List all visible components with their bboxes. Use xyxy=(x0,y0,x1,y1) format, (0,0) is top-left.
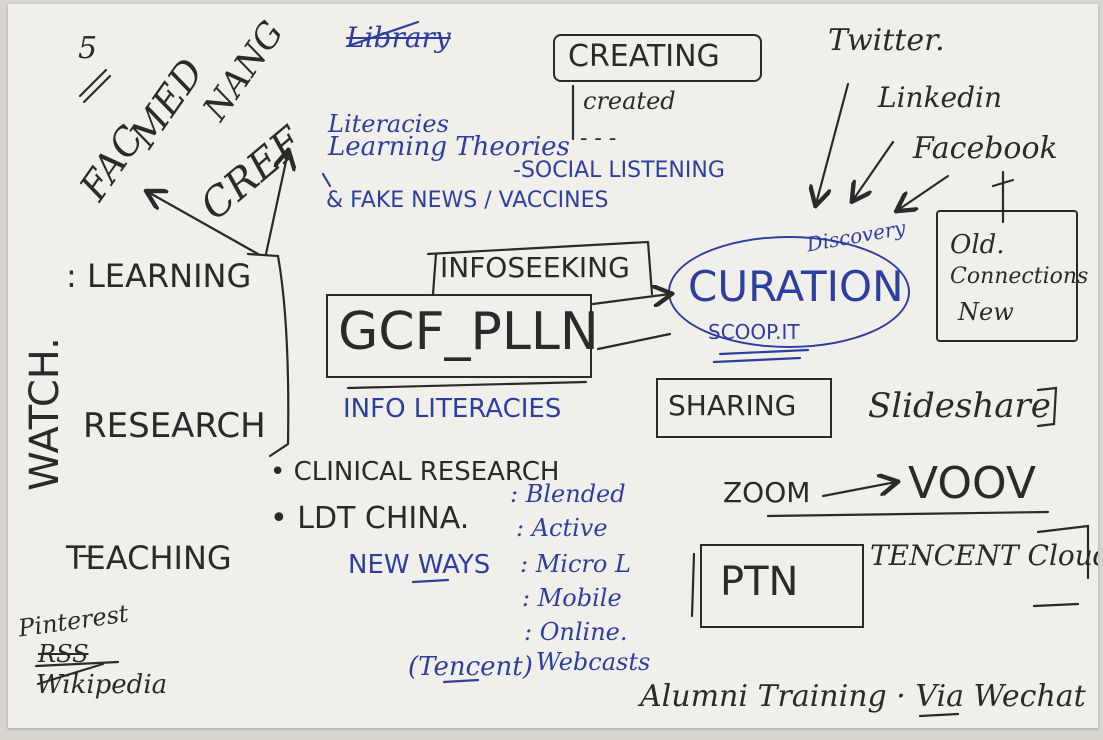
linkedin-label: Linkedin xyxy=(878,81,1003,114)
active-label: : Active xyxy=(516,514,608,542)
arrow-to-curation-1 xyxy=(591,294,670,304)
facebook-label: Facebook xyxy=(913,131,1058,166)
ptn-label: PTN xyxy=(720,559,799,605)
blended-label: : Blended xyxy=(510,480,626,508)
tencent-cloud-bracket xyxy=(1032,524,1090,608)
infoseeking-box xyxy=(426,240,654,296)
learning-theories-label: Learning Theories xyxy=(328,132,570,162)
old-connections-box xyxy=(936,210,1078,342)
whiteboard-sheet: 5 FAC MED NANG CREF Library Literacies L… xyxy=(8,4,1098,728)
marker-strokes xyxy=(34,20,1090,718)
research-label: RESEARCH xyxy=(83,406,266,446)
learning-label: : LEARNING xyxy=(66,257,252,295)
slideshare-bracket xyxy=(1036,386,1058,428)
voov-underline xyxy=(766,510,1050,518)
library-cross xyxy=(346,20,420,48)
new-ways-label: NEW WAYS xyxy=(348,550,491,580)
rss-underline xyxy=(34,660,120,668)
new-ways-underline xyxy=(411,578,450,584)
literacies-label: Literacies xyxy=(328,110,449,138)
arrow-to-cref xyxy=(264,152,288,256)
wikipedia-label: Wikipedia xyxy=(36,670,168,700)
social-listening-label: -SOCIAL LISTENING xyxy=(513,158,725,183)
infoseeking-label: INFOSEEKING xyxy=(440,251,630,284)
arrow-twitter xyxy=(816,82,850,204)
scoopit-label: SCOOP.IT xyxy=(708,320,800,344)
creating-box xyxy=(553,34,762,82)
ptn-bar xyxy=(690,552,696,618)
clinical-research-label: • CLINICAL RESEARCH xyxy=(270,457,560,487)
slideshare-label: Slideshare xyxy=(868,386,1051,426)
tencent-cloud-label: TENCENT Cloud xyxy=(870,539,1098,572)
wikipedia-cross xyxy=(36,662,105,686)
dots-label: - - - xyxy=(580,126,617,151)
ptn-box xyxy=(700,544,864,628)
gcfplln-label: GCF_PLLN xyxy=(338,302,599,362)
five-label: 5 xyxy=(78,31,98,66)
micro-label: : Micro L xyxy=(520,550,631,578)
sharing-label: SHARING xyxy=(668,389,797,422)
curation-label: CURATION xyxy=(688,262,904,311)
tencent-underline xyxy=(442,678,480,684)
mobile-label: : Mobile xyxy=(522,584,622,612)
tencent-label: (Tencent) xyxy=(408,652,533,682)
twitter-label: Twitter. xyxy=(828,23,945,58)
online-label: : Online. xyxy=(524,618,628,646)
webcasts-label: Webcasts xyxy=(536,648,651,676)
rss-label: RSS xyxy=(38,640,89,668)
sharing-box xyxy=(656,378,832,438)
via-underline xyxy=(918,712,960,718)
teaching-label: TEACHING xyxy=(66,539,232,577)
gcfplln-box xyxy=(326,294,592,378)
connections-label: Connections xyxy=(950,264,1089,289)
arrow-to-fac xyxy=(148,192,260,256)
arrow-linkedin xyxy=(853,140,895,200)
alumni-label: Alumni Training · Via Wechat xyxy=(640,679,1086,714)
zoom-label: ZOOM xyxy=(723,476,811,509)
old-label: Old. xyxy=(950,230,1005,260)
new-label: New xyxy=(958,298,1014,326)
five-underline xyxy=(78,68,112,104)
creating-label: CREATING xyxy=(568,39,720,74)
gcfplln-underline xyxy=(346,380,588,390)
created-label: created xyxy=(583,87,676,115)
arrow-to-curation-2 xyxy=(596,332,672,351)
scoopit-underline xyxy=(712,348,810,364)
learning-bracket xyxy=(246,252,290,458)
fake-news-label: & FAKE NEWS / VACCINES xyxy=(326,188,609,213)
voov-label: VOOV xyxy=(908,458,1036,509)
arrow-zoom-voov xyxy=(821,482,896,498)
learning-theories-bracket xyxy=(321,172,332,188)
info-literacies-label: INFO LITERACIES xyxy=(343,394,562,424)
ldt-china-label: • LDT CHINA. xyxy=(270,501,470,536)
old-pin xyxy=(991,170,1015,224)
arrow-facebook xyxy=(898,174,950,210)
